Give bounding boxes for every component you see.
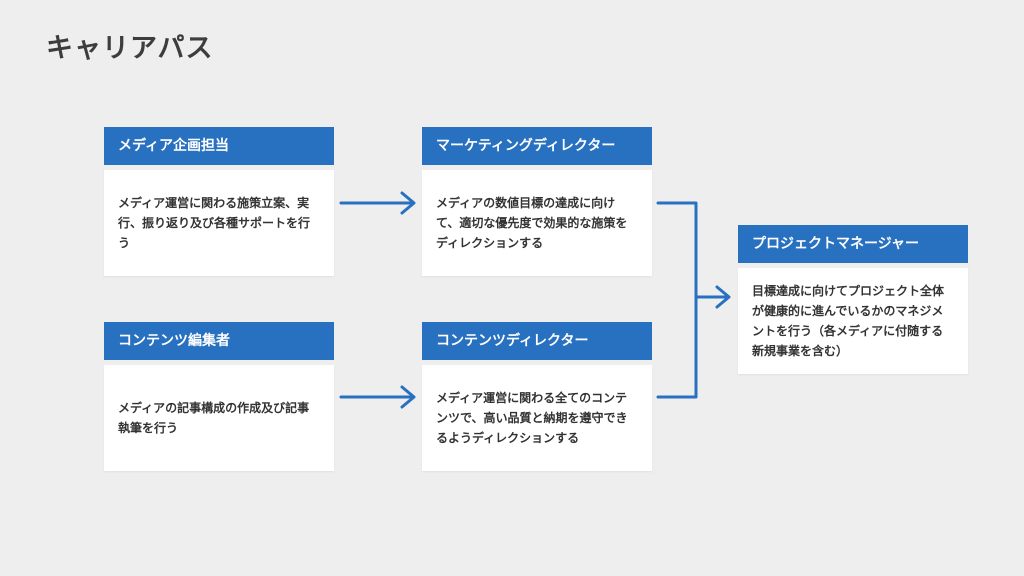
node-marketing-director-text: メディアの数値目標の達成に向けて、適切な優先度で効果的な施策をディレクションする xyxy=(436,196,628,250)
edge-content-editor-to-content-director xyxy=(339,385,416,409)
arrowhead xyxy=(400,385,416,409)
edge-merge-to-project-manager xyxy=(656,201,731,399)
node-media-planning-body: メディア運営に関わる施策立案、実行、振り返り及び各種サポートを行う xyxy=(104,170,334,276)
node-project-manager-header: プロジェクトマネージャー xyxy=(738,225,968,263)
page-title: キャリアパス xyxy=(46,33,214,64)
node-content-director-header: コンテンツディレクター xyxy=(422,322,652,360)
node-marketing-director-body: メディアの数値目標の達成に向けて、適切な優先度で効果的な施策をディレクションする xyxy=(422,170,652,276)
edge-media-planning-to-marketing-director xyxy=(339,191,416,215)
node-marketing-director-header: マーケティングディレクター xyxy=(422,127,652,165)
arrowhead xyxy=(715,285,731,309)
node-content-director-body: メディア運営に関わる全てのコンテンツで、高い品質と納期を遵守できるようディレクシ… xyxy=(422,365,652,471)
edge-line xyxy=(656,201,698,399)
node-content-director-text: メディア運営に関わる全てのコンテンツで、高い品質と納期を遵守できるようディレクシ… xyxy=(436,391,628,445)
node-media-planning-header: メディア企画担当 xyxy=(104,127,334,165)
node-project-manager-text: 目標達成に向けてプロジェクト全体が健康的に進んでいるかのマネジメントを行う（各メ… xyxy=(752,284,945,358)
node-content-editor-body: メディアの記事構成の作成及び記事執筆を行う xyxy=(104,365,334,471)
node-content-editor-header: コンテンツ編集者 xyxy=(104,322,334,360)
arrowhead xyxy=(400,191,416,215)
node-project-manager-body: 目標達成に向けてプロジェクト全体が健康的に進んでいるかのマネジメントを行う（各メ… xyxy=(738,268,968,374)
node-content-editor-text: メディアの記事構成の作成及び記事執筆を行う xyxy=(118,401,310,435)
node-media-planning-text: メディア運営に関わる施策立案、実行、振り返り及び各種サポートを行う xyxy=(118,196,311,250)
